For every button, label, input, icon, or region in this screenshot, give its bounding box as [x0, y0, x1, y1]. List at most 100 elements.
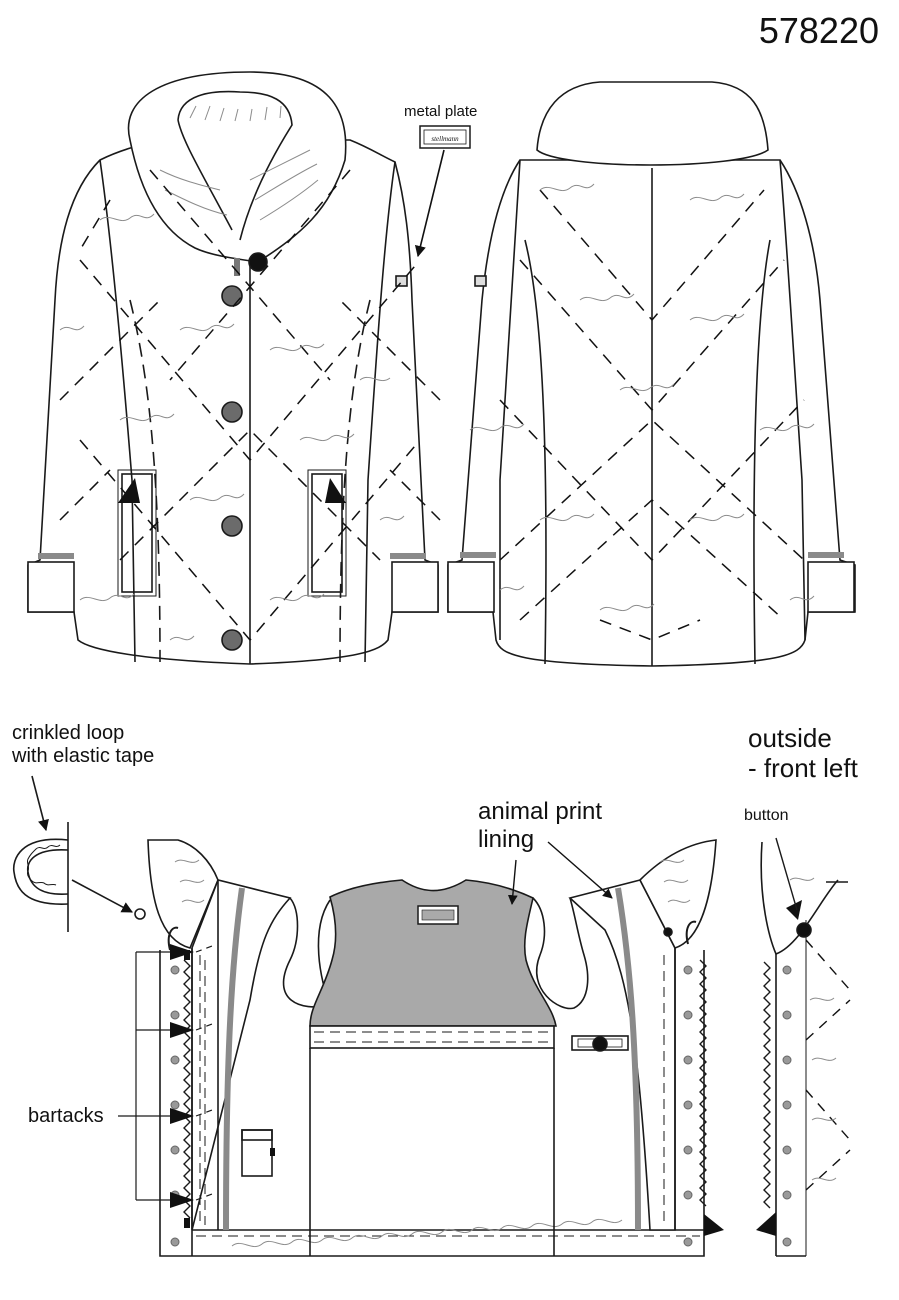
- outside-detail-button-arrow: [786, 900, 802, 920]
- back-collar: [536, 81, 769, 166]
- inside-left-phone-pocket-tab: [270, 1148, 275, 1156]
- inside-right-facing-gray-stripe: [615, 887, 641, 1231]
- inside-right-armhole: [532, 897, 589, 1010]
- animal-print-arrow-right: [547, 841, 613, 899]
- crinkled-loop-inner: [26, 849, 69, 895]
- inside-left-phone-pocket-flap: [241, 1129, 273, 1141]
- outside-front-left-detail: [756, 837, 851, 1257]
- inside-right-collar-button: [663, 927, 673, 937]
- style-number: 578220: [758, 10, 879, 51]
- inside-left-armhole: [282, 897, 332, 1008]
- inside-lining-waist-band: [309, 1025, 555, 1049]
- front-view-jacket: [27, 71, 441, 665]
- front-left-welt-pocket-outline: [117, 469, 157, 597]
- front-fur-scribble: [59, 213, 405, 641]
- inside-left-facing-gray-stripe: [223, 887, 245, 1231]
- front-right-welt-pocket: [311, 473, 343, 593]
- front-right-pocket-bartack: [325, 478, 346, 503]
- metal-plate-callout: stellmann: [414, 125, 471, 258]
- metal-plate-icon: [419, 125, 471, 149]
- metal-plate-label: metal plate: [404, 103, 478, 120]
- back-fur-quilting: [499, 189, 805, 641]
- bartacks-label: bartacks: [28, 1105, 104, 1127]
- crinkled-loop-pointer: [71, 879, 133, 913]
- back-right-princess-seam: [753, 239, 771, 665]
- back-view-jacket: [447, 81, 856, 667]
- metal-plate-arrow: [414, 149, 445, 258]
- front-collar-stand: [177, 119, 233, 231]
- crinkled-loop-ring-icon: [134, 908, 146, 920]
- front-left-cuff-strap: [38, 553, 74, 559]
- inside-outer-frame: [159, 950, 705, 1257]
- crinkled-loop-outer: [12, 838, 69, 905]
- front-left-sleeve-seam: [99, 159, 136, 663]
- outside-front-left-label: outside - front left: [748, 723, 858, 783]
- animal-print-arrows: [507, 841, 613, 905]
- front-left-pocket-bartack: [118, 478, 140, 503]
- inside-left-facing: [191, 879, 292, 1231]
- outside-detail-fur-texture: [789, 877, 837, 1181]
- button-label: button: [744, 807, 789, 824]
- front-collar-button: [248, 252, 268, 272]
- back-left-princess-seam: [524, 239, 547, 665]
- metal-plate-inner: [423, 129, 467, 145]
- inside-left-collar-fur: [147, 839, 219, 949]
- bartack-stitches: [195, 945, 213, 1201]
- back-left-cuff-strap: [460, 552, 496, 558]
- inside-collar-fur-texture: [174, 859, 691, 903]
- inside-hem-fur-texture: [231, 1218, 623, 1248]
- front-right-sleeve-seam: [364, 161, 396, 663]
- crinkled-loop-detail: [12, 775, 146, 932]
- front-fur-quilting: [59, 169, 441, 642]
- crinkled-loop-wave: [26, 844, 61, 886]
- front-button-3: [221, 515, 243, 537]
- outside-detail-button: [796, 922, 812, 938]
- front-collar-fur-texture: [159, 105, 319, 221]
- inside-left-zigzag-tape: [183, 959, 191, 1219]
- inside-left-collar-hook: [167, 926, 179, 951]
- front-right-princess-seam: [339, 299, 371, 663]
- outside-detail-button-pointer: [775, 837, 798, 911]
- back-sleeve-metal-plate: [474, 275, 487, 287]
- outside-detail-zigzag-tape: [763, 961, 771, 1209]
- animal-print-arrow-left: [507, 859, 518, 905]
- bartack-arrowheads: [170, 944, 194, 1208]
- outside-detail-hem-bartack: [756, 1212, 776, 1236]
- inside-right-zigzag-tape: [699, 959, 707, 1207]
- bartack-hem-tab-left: [184, 1218, 190, 1228]
- front-sleeve-metal-plate: [395, 275, 408, 287]
- inside-lining-back: [309, 879, 557, 1027]
- bartacks-callout: [118, 944, 213, 1228]
- metal-plate-brand-text: stellmann: [431, 135, 459, 143]
- inside-right-snaps: [683, 965, 693, 1247]
- inside-left-phone-pocket: [241, 1129, 273, 1177]
- inside-lining-brand-label-inner: [421, 909, 455, 921]
- outside-detail-snaps: [782, 965, 792, 1247]
- front-right-cuff: [391, 561, 439, 613]
- front-button-2: [221, 401, 243, 423]
- inside-right-hem-bartack: [704, 1214, 724, 1236]
- back-right-cuff: [807, 561, 855, 613]
- crinkled-loop-label: crinkled loop with elastic tape: [12, 722, 155, 767]
- outside-detail-collar: [760, 841, 839, 956]
- back-fur-scribble: [469, 183, 815, 612]
- front-collar-neckline: [177, 90, 293, 241]
- animal-print-lining-label: animal print lining: [478, 798, 603, 853]
- front-left-princess-seam: [129, 299, 161, 663]
- outside-detail-quilting: [805, 939, 851, 1191]
- front-collar-loop-tab: [234, 258, 240, 276]
- inside-right-tab-button: [592, 1036, 608, 1052]
- bartack-top-tab-left: [184, 950, 190, 960]
- inside-right-collar-fur: [639, 839, 717, 949]
- back-left-sleeve-seam: [499, 159, 521, 640]
- inside-right-collar-hook: [685, 920, 697, 945]
- front-button-4: [221, 629, 243, 651]
- front-left-cuff: [27, 561, 75, 613]
- back-right-sleeve-seam: [779, 159, 806, 641]
- front-left-welt-pocket: [121, 473, 153, 593]
- front-right-cuff-strap: [390, 553, 426, 559]
- bartacks-bracket: [118, 951, 170, 1201]
- front-button-1: [221, 285, 243, 307]
- crinkled-loop-arrow: [31, 775, 49, 832]
